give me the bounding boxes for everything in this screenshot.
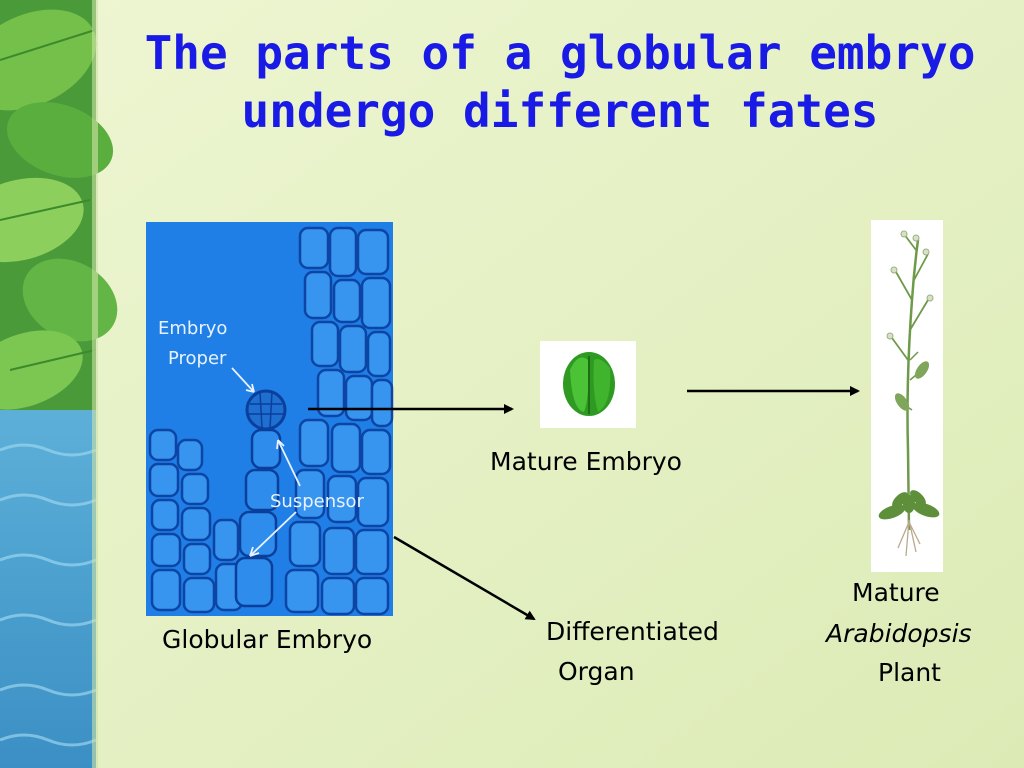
caption-globular-embryo: Globular Embryo <box>162 625 373 654</box>
label-suspensor: Suspensor <box>270 491 364 512</box>
title-line-2: undergo different fates <box>241 84 879 138</box>
label-embryo-proper-line-1: Embryo <box>158 318 228 339</box>
caption-mature-embryo: Mature Embryo <box>490 447 682 476</box>
caption-plant-line-3: Plant <box>878 658 941 687</box>
arabidopsis-plant-image <box>871 220 943 572</box>
mature-embryo-image <box>540 341 636 428</box>
caption-differentiated-organ-line-2: Organ <box>558 657 635 686</box>
globular-embryo-micrograph <box>146 222 394 616</box>
caption-plant-line-2: Arabidopsis <box>826 619 972 648</box>
title-line-1: The parts of a globular embryo <box>144 26 976 80</box>
slide-title: The parts of a globular embryo undergo d… <box>100 24 1020 140</box>
label-embryo-proper-line-2: Proper <box>168 348 227 369</box>
water-strip <box>0 410 97 768</box>
caption-differentiated-organ-line-1: Differentiated <box>546 617 719 646</box>
caption-plant-line-1: Mature <box>852 578 940 607</box>
